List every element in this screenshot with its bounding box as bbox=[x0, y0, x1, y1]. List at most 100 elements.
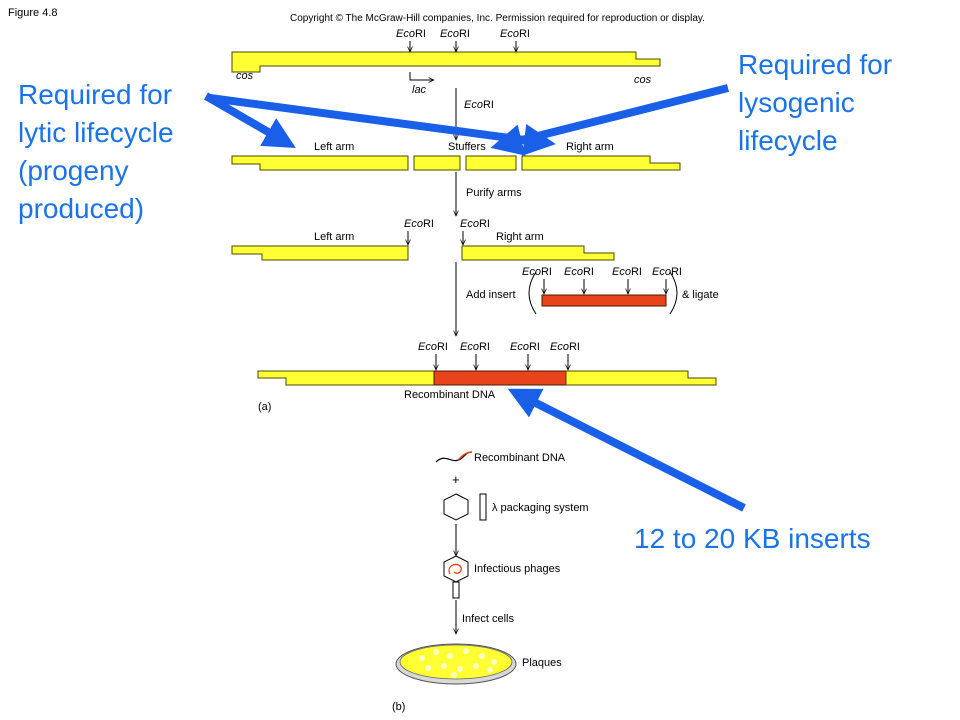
vector-strand bbox=[231, 51, 661, 73]
right-arm-label-2: Right arm bbox=[496, 231, 544, 243]
svg-text:EcoRI: EcoRI bbox=[404, 218, 434, 230]
lytic-annotation: Required for lytic lifecycle (progeny pr… bbox=[18, 79, 181, 224]
ecori-site: EcoRI bbox=[612, 266, 642, 294]
panel-a-label: (a) bbox=[258, 401, 271, 413]
site-prefix: Eco bbox=[460, 218, 479, 230]
lambda-vector: cos cos EcoRI EcoRI EcoRI lac bbox=[231, 28, 661, 96]
svg-text:EcoRI: EcoRI bbox=[418, 341, 448, 353]
phage-tail bbox=[452, 581, 460, 599]
phage-dna-coil bbox=[448, 563, 462, 575]
site-prefix: Eco bbox=[404, 218, 423, 230]
svg-text:EcoRI: EcoRI bbox=[652, 266, 682, 278]
cos-left-label: cos bbox=[236, 70, 254, 82]
svg-text:EcoRI: EcoRI bbox=[510, 341, 540, 353]
plaque bbox=[419, 655, 425, 661]
site-prefix: Eco bbox=[550, 341, 569, 353]
lac-label: lac bbox=[412, 84, 427, 96]
svg-text:EcoRI: EcoRI bbox=[464, 99, 494, 111]
ecori-site: EcoRI bbox=[510, 341, 540, 370]
site-suffix: RI bbox=[423, 218, 434, 230]
site-prefix: Eco bbox=[460, 341, 479, 353]
plaque bbox=[463, 648, 469, 654]
site-prefix: Eco bbox=[652, 266, 671, 278]
recombinant-label: Recombinant DNA bbox=[404, 389, 496, 401]
plaque bbox=[447, 653, 453, 659]
petri-dish-icon bbox=[395, 643, 517, 685]
ecori-site: EcoRI bbox=[522, 266, 552, 294]
recombinant-construct: Recombinant DNA (a) EcoRI EcoRI EcoRI Ec… bbox=[257, 341, 717, 413]
site-suffix: RI bbox=[631, 266, 642, 278]
ecori-site: EcoRI bbox=[440, 28, 470, 52]
purified-arms: Left arm Right arm EcoRI EcoRI bbox=[231, 218, 615, 261]
ecori-site: EcoRI bbox=[652, 266, 682, 294]
ligate-label: & ligate bbox=[682, 289, 719, 301]
figure-label: Figure 4.8 bbox=[8, 7, 58, 19]
inserts-arrow-to-recombinant bbox=[507, 388, 746, 512]
purify-label: Purify arms bbox=[466, 187, 522, 199]
site-suffix: RI bbox=[459, 28, 470, 40]
lac-arrow bbox=[409, 72, 434, 80]
site-suffix: RI bbox=[541, 266, 552, 278]
insert-fragment bbox=[541, 294, 667, 307]
ecori-site: EcoRI bbox=[460, 341, 490, 370]
site-prefix: Eco bbox=[510, 341, 529, 353]
right-arm-label: Right arm bbox=[566, 141, 614, 153]
plus-sign: + bbox=[452, 472, 460, 487]
phage-capsid bbox=[443, 555, 469, 583]
site-suffix: RI bbox=[569, 341, 580, 353]
stuffers-label: Stuffers bbox=[448, 141, 486, 153]
ecori-site: EcoRI bbox=[550, 341, 580, 370]
left-arm-fragment bbox=[231, 155, 409, 171]
left-arm-purified bbox=[231, 245, 409, 261]
step-enzyme-prefix: Eco bbox=[464, 99, 483, 111]
site-suffix: RI bbox=[671, 266, 682, 278]
ecori-site: EcoRI bbox=[404, 218, 434, 245]
panel-b-label: (b) bbox=[392, 701, 405, 713]
stuffer-fragment bbox=[465, 155, 517, 171]
lysogenic-line: lifecycle bbox=[738, 125, 838, 156]
plaque bbox=[479, 653, 485, 659]
cos-right-label: cos bbox=[634, 74, 652, 86]
site-suffix: RI bbox=[529, 341, 540, 353]
site-prefix: Eco bbox=[500, 28, 519, 40]
plaque bbox=[433, 649, 439, 655]
site-suffix: RI bbox=[479, 341, 490, 353]
site-suffix: RI bbox=[437, 341, 448, 353]
lytic-line: Required for bbox=[18, 79, 172, 110]
svg-text:EcoRI: EcoRI bbox=[460, 341, 490, 353]
inserts-annotation: 12 to 20 KB inserts bbox=[634, 523, 871, 554]
plaque bbox=[491, 659, 497, 665]
phage-head-icon bbox=[443, 493, 469, 521]
site-suffix: RI bbox=[519, 28, 530, 40]
ecori-site: EcoRI bbox=[418, 341, 448, 370]
svg-text:EcoRI: EcoRI bbox=[460, 218, 490, 230]
lambda-packaging-label: λ packaging system bbox=[492, 502, 589, 514]
recombinant-insert bbox=[433, 370, 567, 386]
close-paren bbox=[669, 271, 678, 315]
lysogenic-annotation: Required for lysogenic lifecycle bbox=[738, 49, 900, 156]
site-suffix: RI bbox=[583, 266, 594, 278]
ecori-site: EcoRI bbox=[564, 266, 594, 294]
lysogenic-arrow-to-stuffers bbox=[490, 84, 729, 156]
infectious-phage-icon bbox=[443, 555, 469, 599]
svg-text:EcoRI: EcoRI bbox=[396, 28, 426, 40]
site-prefix: Eco bbox=[396, 28, 415, 40]
recombinant-right-arm bbox=[565, 370, 717, 386]
svg-text:EcoRI: EcoRI bbox=[440, 28, 470, 40]
copyright-notice: Copyright © The McGraw-Hill companies, I… bbox=[290, 13, 705, 24]
plaque bbox=[441, 663, 447, 669]
plaque bbox=[487, 667, 493, 673]
stuffer-fragment bbox=[413, 155, 461, 171]
ecori-site: EcoRI bbox=[396, 28, 426, 52]
site-suffix: RI bbox=[415, 28, 426, 40]
infectious-phages-label: Infectious phages bbox=[474, 563, 561, 575]
plaques-label: Plaques bbox=[522, 657, 562, 669]
site-prefix: Eco bbox=[418, 341, 437, 353]
lytic-arrow-to-left-arm bbox=[203, 92, 296, 149]
lysogenic-line: Required for bbox=[738, 49, 892, 80]
right-arm-purified bbox=[461, 245, 615, 261]
plaque bbox=[457, 666, 463, 672]
recombinant-left-arm bbox=[257, 370, 435, 386]
site-prefix: Eco bbox=[522, 266, 541, 278]
